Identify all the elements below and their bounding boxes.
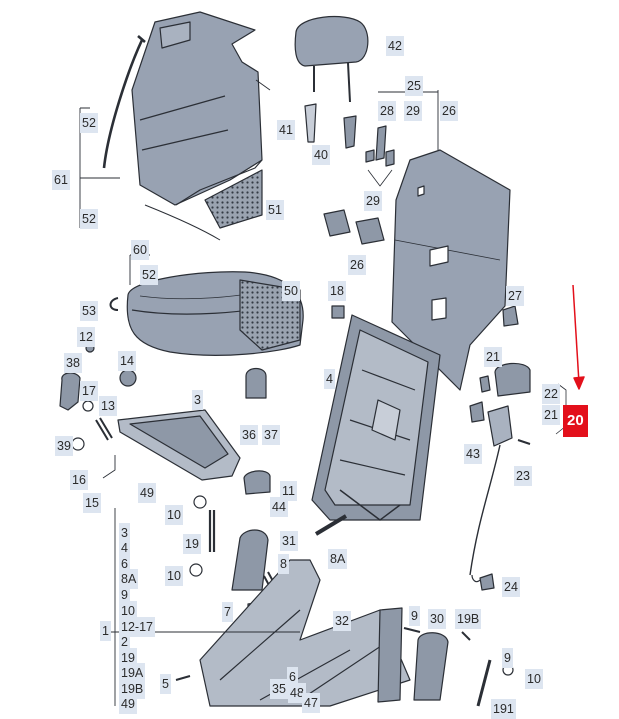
callout-s19A[interactable]: 19A	[119, 663, 146, 683]
side-trim-38	[59, 372, 81, 411]
callout-p49[interactable]: 49	[138, 483, 156, 503]
highlight-arrow	[572, 284, 585, 390]
callout-s9[interactable]: 9	[119, 585, 130, 605]
callout-p5[interactable]: 5	[160, 674, 171, 694]
trim-wire	[144, 204, 221, 241]
callout-p30[interactable]: 30	[428, 609, 446, 629]
callout-p7[interactable]: 7	[222, 602, 233, 622]
callout-p4[interactable]: 4	[324, 369, 335, 389]
base-frame	[199, 559, 411, 707]
backrest-wire	[102, 39, 144, 169]
callout-p191[interactable]: 191	[491, 699, 516, 719]
lever-8A	[314, 514, 348, 536]
callout-p53[interactable]: 53	[80, 301, 98, 321]
backrest-frame	[311, 314, 441, 521]
bracket-27	[502, 305, 519, 327]
callout-p38[interactable]: 38	[64, 353, 82, 373]
callout-p52b[interactable]: 52	[80, 209, 98, 229]
callout-p35[interactable]: 35	[270, 679, 288, 699]
callout-p26b[interactable]: 26	[348, 255, 366, 275]
callout-p15[interactable]: 15	[83, 493, 101, 513]
callout-p48[interactable]: 48	[288, 683, 306, 703]
callout-p13[interactable]: 13	[99, 396, 117, 416]
callout-p19B[interactable]: 19B	[455, 609, 482, 629]
cover-30	[413, 632, 449, 701]
cover-36	[245, 367, 267, 399]
backrest-cushion	[131, 11, 263, 229]
cable-24	[479, 573, 495, 591]
callout-p36[interactable]: 36	[240, 425, 258, 445]
callout-p28[interactable]: 28	[378, 101, 396, 121]
cover-31	[231, 529, 269, 591]
callout-p26a[interactable]: 26	[440, 101, 458, 121]
callout-p40[interactable]: 40	[312, 145, 330, 165]
callout-p14[interactable]: 14	[118, 351, 136, 371]
rear-panel	[391, 149, 511, 391]
callout-p32[interactable]: 32	[333, 611, 351, 631]
headrest-guides	[304, 103, 395, 187]
actuator-44	[243, 470, 271, 495]
knob-14	[119, 369, 137, 387]
callout-p23[interactable]: 23	[514, 466, 532, 486]
callout-p12[interactable]: 12	[77, 327, 95, 347]
callout-p8[interactable]: 8	[278, 554, 289, 574]
callout-p47[interactable]: 47	[302, 693, 320, 713]
callout-p9b[interactable]: 9	[502, 648, 513, 668]
callout-p52c[interactable]: 52	[140, 265, 158, 285]
callout-p11[interactable]: 11	[280, 481, 297, 501]
callout-p18[interactable]: 18	[328, 281, 346, 301]
callout-p29b[interactable]: 29	[364, 191, 382, 211]
callout-p10a[interactable]: 10	[165, 505, 183, 525]
callout-p21b[interactable]: 21	[542, 405, 560, 425]
callout-s8A[interactable]: 8A	[119, 569, 139, 589]
callout-p6[interactable]: 6	[287, 667, 298, 687]
callout-s49[interactable]: 49	[119, 694, 137, 714]
callout-p52a[interactable]: 52	[80, 113, 98, 133]
callout-p9a[interactable]: 9	[409, 606, 420, 626]
callout-p24[interactable]: 24	[502, 577, 520, 597]
callout-p60[interactable]: 60	[131, 240, 149, 260]
callout-p51[interactable]: 51	[266, 200, 284, 220]
callout-s2[interactable]: 2	[119, 632, 130, 652]
strut-19	[208, 510, 216, 552]
callout-p10c[interactable]: 10	[525, 669, 543, 689]
callout-p17[interactable]: 17	[80, 381, 98, 401]
release-handle-cups	[323, 209, 385, 245]
callout-p10b[interactable]: 10	[165, 566, 183, 586]
callout-p44[interactable]: 44	[270, 497, 288, 517]
callout-p20[interactable]: 20	[563, 405, 588, 437]
callout-p19a[interactable]: 19	[183, 534, 201, 554]
seat-pan	[117, 409, 241, 481]
callout-p31[interactable]: 31	[280, 531, 298, 551]
callout-p27[interactable]: 27	[506, 286, 524, 306]
spring-13	[95, 417, 113, 441]
callout-p29a[interactable]: 29	[404, 101, 422, 121]
callout-p3a[interactable]: 3	[192, 390, 203, 410]
callout-p43[interactable]: 43	[464, 444, 482, 464]
latch-assembly	[469, 362, 531, 576]
callout-s3[interactable]: 3	[119, 523, 130, 543]
callout-p42[interactable]: 42	[386, 36, 404, 56]
callout-p21a[interactable]: 21	[484, 347, 502, 367]
callout-p16[interactable]: 16	[70, 470, 88, 490]
callout-p41[interactable]: 41	[277, 120, 295, 140]
callout-p8A[interactable]: 8A	[328, 549, 348, 569]
callout-p25[interactable]: 25	[405, 76, 423, 96]
callout-p1[interactable]: 1	[100, 621, 111, 641]
callout-p22[interactable]: 22	[542, 384, 560, 404]
headrest	[294, 15, 369, 103]
callout-p37[interactable]: 37	[262, 425, 280, 445]
callout-s4[interactable]: 4	[119, 538, 130, 558]
callout-p50[interactable]: 50	[282, 281, 300, 301]
callout-p39[interactable]: 39	[55, 436, 73, 456]
callout-p61[interactable]: 61	[52, 170, 70, 190]
callout-s10[interactable]: 10	[119, 601, 137, 621]
callout-s6[interactable]: 6	[119, 554, 130, 574]
bracket-18	[331, 305, 345, 319]
